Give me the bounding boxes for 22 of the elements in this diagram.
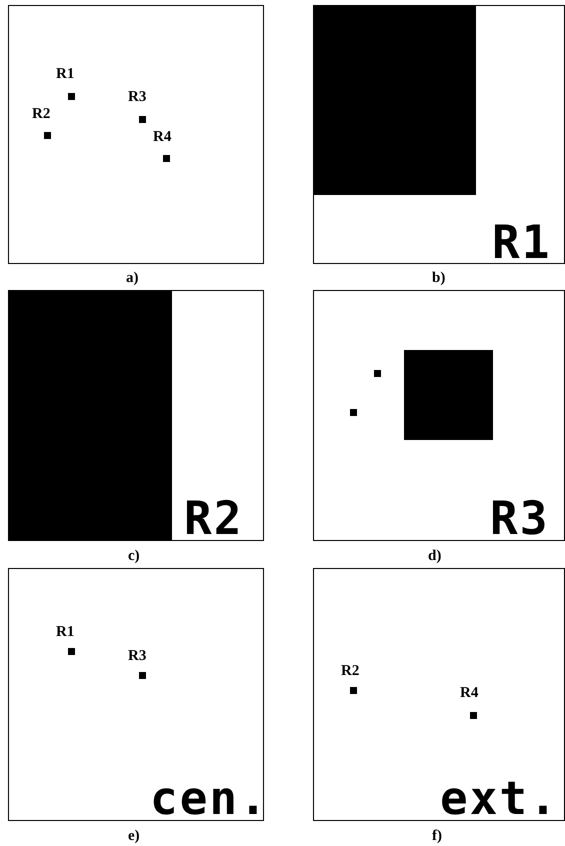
point-label: R1	[56, 624, 74, 640]
region-label: cen.	[150, 776, 269, 820]
region-label: R3	[490, 496, 550, 540]
filled-region	[404, 350, 493, 440]
region-label: R2	[184, 496, 244, 540]
filled-region	[314, 6, 476, 195]
panel-caption: f)	[432, 828, 442, 844]
filled-region	[9, 291, 172, 540]
panel-caption: e)	[128, 828, 140, 844]
panel-caption: b)	[432, 270, 446, 286]
panel-caption: d)	[428, 548, 442, 564]
region-label: R1	[492, 220, 552, 264]
point-label: R3	[128, 89, 146, 105]
panel-caption: c)	[128, 548, 140, 564]
region-label: ext.	[440, 776, 559, 820]
point-label: R3	[128, 648, 146, 664]
point-label: R4	[460, 685, 478, 701]
point-label: R1	[56, 66, 74, 82]
panel-caption: a)	[126, 270, 138, 286]
point-label: R2	[341, 663, 360, 679]
point-label: R2	[32, 106, 50, 122]
point-label: R4	[153, 129, 172, 145]
